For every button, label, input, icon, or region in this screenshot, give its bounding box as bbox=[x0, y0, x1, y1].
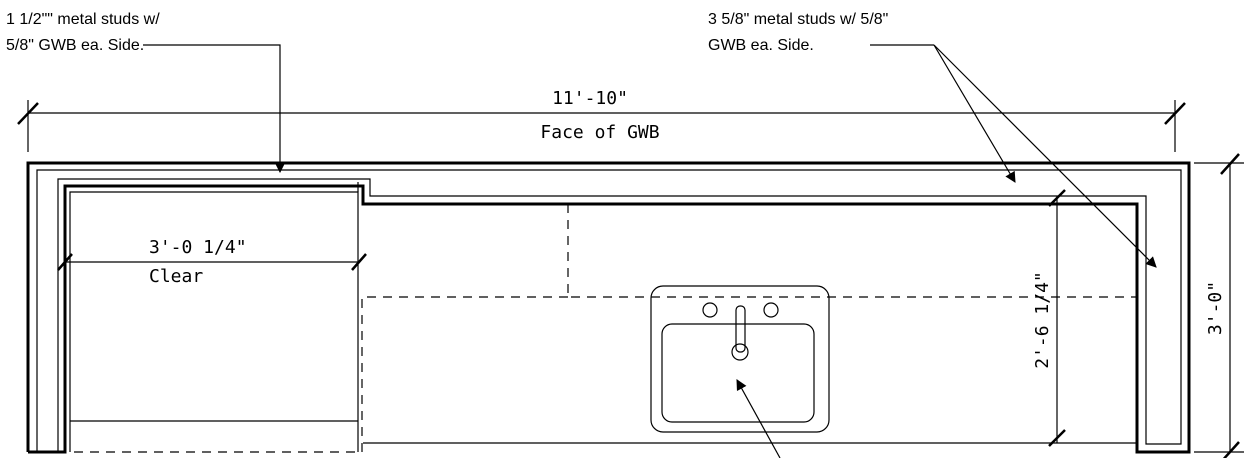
right-studs-note-line1: 3 5/8" metal studs w/ 5/8" bbox=[708, 11, 888, 28]
left-studs-note-line2: 5/8" GWB ea. Side. bbox=[6, 37, 144, 54]
total-depth-value: 3'-0" bbox=[1205, 281, 1226, 335]
outer-wall-line bbox=[26, 161, 1191, 454]
right-studs-note-line2: GWB ea. Side. bbox=[708, 37, 814, 54]
upper-cabinet-dashed bbox=[567, 204, 1137, 298]
sink-icon bbox=[650, 285, 830, 433]
counter-depth-dimension bbox=[1048, 189, 1066, 447]
clear-dimension bbox=[57, 253, 367, 271]
overall-dimension bbox=[17, 100, 1186, 152]
right-studs-leader-b bbox=[933, 44, 1157, 268]
counter-depth-value: 2'-6 1/4" bbox=[1032, 271, 1053, 369]
inner-wall-line bbox=[36, 169, 1182, 452]
right-studs-leader-a bbox=[933, 44, 1016, 183]
overall-dimension-label: Face of GWB bbox=[540, 122, 659, 143]
total-depth-dimension bbox=[1194, 153, 1244, 458]
sink-leader bbox=[736, 379, 781, 458]
left-studs-leader bbox=[143, 44, 286, 174]
lower-cabinet-dashed bbox=[70, 296, 568, 453]
overall-dimension-value: 11'-10" bbox=[552, 88, 628, 109]
clear-dimension-value: 3'-0 1/4" bbox=[149, 237, 247, 258]
alcove-inner-line bbox=[69, 191, 359, 452]
clear-dimension-label: Clear bbox=[149, 266, 203, 287]
left-studs-note-line1: 1 1/2"" metal studs w/ bbox=[6, 11, 160, 28]
